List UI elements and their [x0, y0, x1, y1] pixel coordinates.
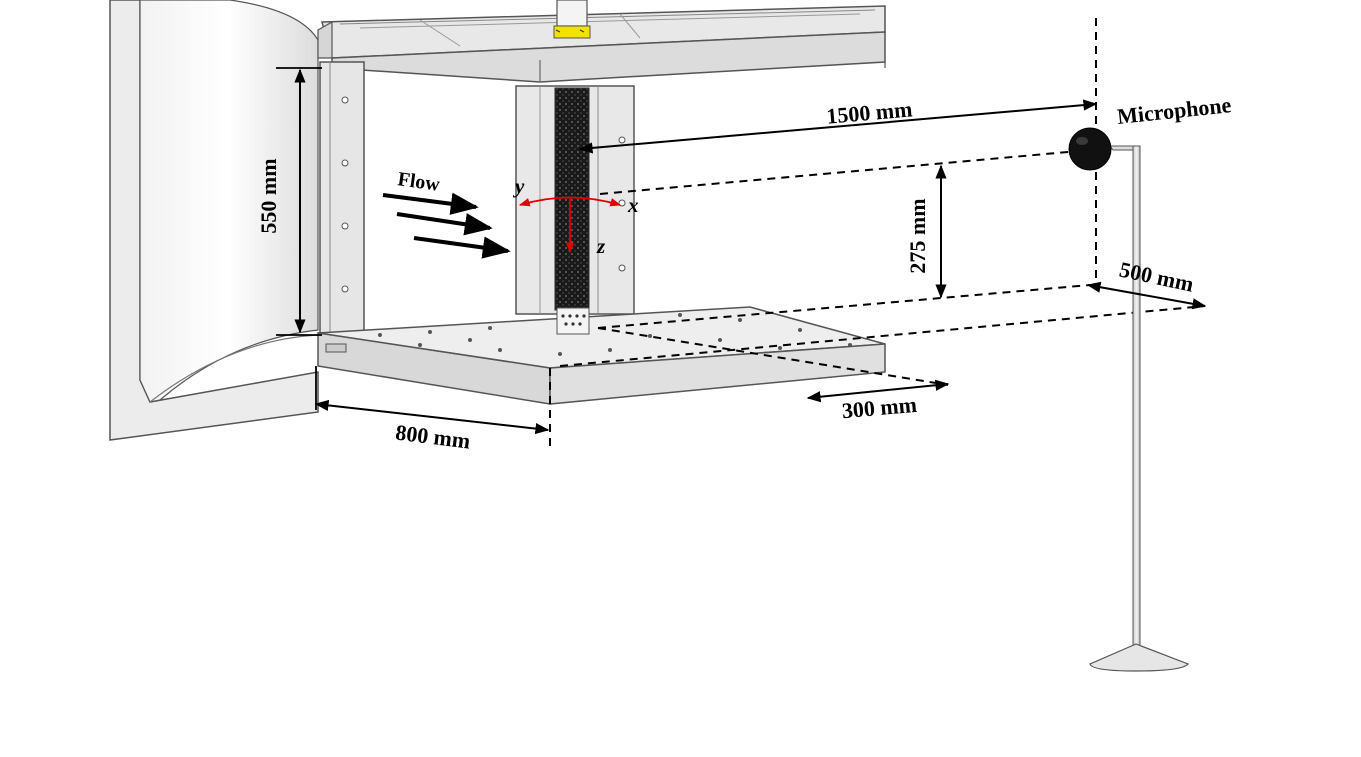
dimension-mic-offset: [1086, 281, 1207, 310]
mic-distance-label: 1500 mm: [825, 96, 913, 128]
left-post: [319, 61, 365, 335]
axis-y-label: y: [512, 174, 525, 198]
flow-arrows: [382, 192, 511, 259]
microphone-icon: [1068, 127, 1112, 171]
dimension-height: [276, 67, 322, 336]
nozzle-flange: [109, 0, 319, 441]
height-label: 550 mm: [256, 158, 281, 233]
width-label: 800 mm: [394, 420, 472, 454]
mic-height-label: 275 mm: [905, 198, 930, 273]
microphone-stand: [1089, 145, 1190, 672]
bottom-plate: [317, 306, 886, 405]
shaft-mount: [553, 0, 591, 39]
axis-z-label: z: [596, 234, 606, 258]
top-plate: [317, 5, 886, 91]
yellow-ring: [553, 25, 591, 39]
coordinate-axes: [518, 196, 622, 254]
mic-offset-label: 500 mm: [1117, 257, 1196, 297]
dimension-width: [314, 366, 550, 435]
flow-label: Flow: [396, 168, 441, 196]
microphone-label: Microphone: [1116, 92, 1233, 129]
dimension-depth: [806, 379, 950, 403]
dimension-mic-distance: [578, 99, 1098, 154]
cylinder-rod: [554, 87, 590, 335]
depth-label: 300 mm: [841, 392, 918, 423]
axis-x-label: x: [627, 193, 639, 217]
